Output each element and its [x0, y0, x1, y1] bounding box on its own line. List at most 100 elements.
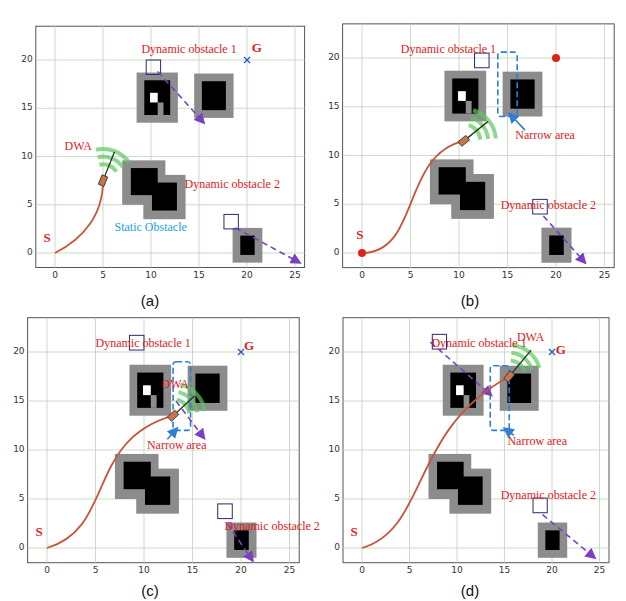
- static-obstacle: [503, 72, 543, 117]
- goal-marker: [549, 349, 555, 355]
- obstacle-core: [137, 373, 163, 408]
- annotation: S: [35, 525, 42, 539]
- grid-line: [504, 318, 505, 563]
- grid-line: [362, 318, 363, 563]
- robot-path: [47, 416, 173, 548]
- grid-line: [36, 60, 305, 61]
- annotation: S: [356, 228, 363, 242]
- axis-tick: 25: [289, 271, 300, 281]
- axis-tick: 0: [359, 271, 365, 281]
- obstacle-core: [545, 530, 559, 550]
- axis-tick: 10: [451, 566, 462, 576]
- annotation: Static Obstacle: [115, 221, 187, 234]
- obstacle-core: [144, 80, 170, 115]
- grid-line: [295, 26, 296, 267]
- axis-tick: 0: [27, 248, 33, 258]
- annotation: G: [556, 343, 566, 357]
- grid-line: [599, 318, 600, 563]
- panel-caption: (c): [141, 583, 159, 600]
- axis-tick: 15: [499, 566, 510, 576]
- axis-tick: 20: [235, 566, 246, 576]
- static-obstacle: [500, 366, 539, 411]
- grid-line: [28, 548, 300, 549]
- axis-tick: 15: [21, 103, 32, 113]
- axis-tick: 0: [334, 248, 340, 258]
- annotation: Dynamic obstacle 2: [501, 490, 596, 503]
- obstacle-core: [549, 235, 564, 255]
- obstacle-core: [152, 183, 177, 211]
- leader-arrow: [167, 428, 177, 439]
- axis-tick: 25: [599, 271, 610, 281]
- panel-caption: (b): [461, 293, 479, 310]
- grid-line: [36, 156, 305, 157]
- axis-tick: 0: [44, 566, 50, 576]
- grid-line: [343, 450, 609, 451]
- axis-tick: 5: [334, 494, 340, 504]
- obstacle-core: [458, 476, 483, 504]
- annotation: S: [351, 525, 358, 539]
- static-obstacle: [538, 523, 567, 558]
- annotation: Dynamic obstacle 2: [225, 521, 320, 534]
- panel-caption: (a): [141, 293, 159, 310]
- axis-tick: 5: [408, 271, 414, 281]
- obstacle-gap: [456, 385, 464, 395]
- obstacle-gap: [143, 385, 151, 395]
- grid-line: [28, 352, 300, 353]
- grid-line: [103, 26, 104, 267]
- annotation: DWA: [65, 140, 92, 153]
- grid-line: [199, 26, 200, 267]
- obstacle-core: [452, 78, 478, 113]
- axis-tick: 0: [359, 566, 365, 576]
- motion-arrow: [176, 401, 204, 438]
- goal-marker: [238, 349, 244, 355]
- robot: [98, 175, 107, 187]
- axis-tick: 10: [13, 445, 24, 455]
- axis-tick: 5: [27, 200, 33, 210]
- annotation: G: [252, 40, 262, 54]
- plot-area: [343, 24, 615, 268]
- obstacle-core: [460, 182, 485, 210]
- plot-area: [36, 26, 305, 267]
- dynamic-obstacle: [224, 214, 238, 228]
- axis-tick: 5: [19, 494, 25, 504]
- annotation: Dynamic obstacle 2: [501, 200, 596, 213]
- axis-tick: 15: [193, 271, 204, 281]
- annotation: Narrow area: [147, 440, 207, 453]
- axis-tick: 5: [93, 566, 99, 576]
- annotation: Narrow area: [515, 129, 575, 142]
- grid-line: [459, 24, 460, 268]
- robot: [167, 410, 178, 421]
- axis-tick: 10: [453, 271, 464, 281]
- grid-line: [47, 318, 48, 563]
- axis-tick: 20: [13, 347, 24, 357]
- axis-tick: 20: [328, 53, 339, 63]
- annotation: Dynamic obstacle 1: [401, 44, 496, 57]
- annotation: Narrow area: [507, 436, 567, 449]
- obstacle-gap: [150, 93, 158, 103]
- axis-tick: 10: [145, 271, 156, 281]
- static-obstacle: [233, 228, 263, 263]
- dynamic-obstacle: [218, 504, 233, 519]
- grid-line: [95, 318, 96, 563]
- obstacle-gap: [458, 91, 466, 101]
- robot: [504, 371, 515, 383]
- axis-tick: 5: [334, 199, 340, 209]
- obstacle-gap: [466, 101, 472, 114]
- motion-arrow: [158, 72, 204, 123]
- obstacle-core: [240, 236, 254, 255]
- grid-line: [507, 24, 508, 268]
- annotation: S: [44, 230, 51, 244]
- robot-path: [55, 181, 103, 253]
- axis-tick: 20: [550, 271, 561, 281]
- static-obstacle: [137, 73, 178, 123]
- annotation: Dynamic obstacle 1: [431, 338, 526, 351]
- axis-tick: 5: [407, 566, 413, 576]
- annotation: DWA: [162, 379, 189, 392]
- plot-area: [343, 318, 609, 563]
- axis-tick: 20: [546, 566, 557, 576]
- annotation: G: [244, 339, 254, 353]
- axis-tick: 15: [328, 102, 339, 112]
- annotation: Dynamic obstacle 1: [96, 338, 191, 351]
- robot-path: [362, 377, 509, 549]
- axis-tick: 10: [329, 445, 340, 455]
